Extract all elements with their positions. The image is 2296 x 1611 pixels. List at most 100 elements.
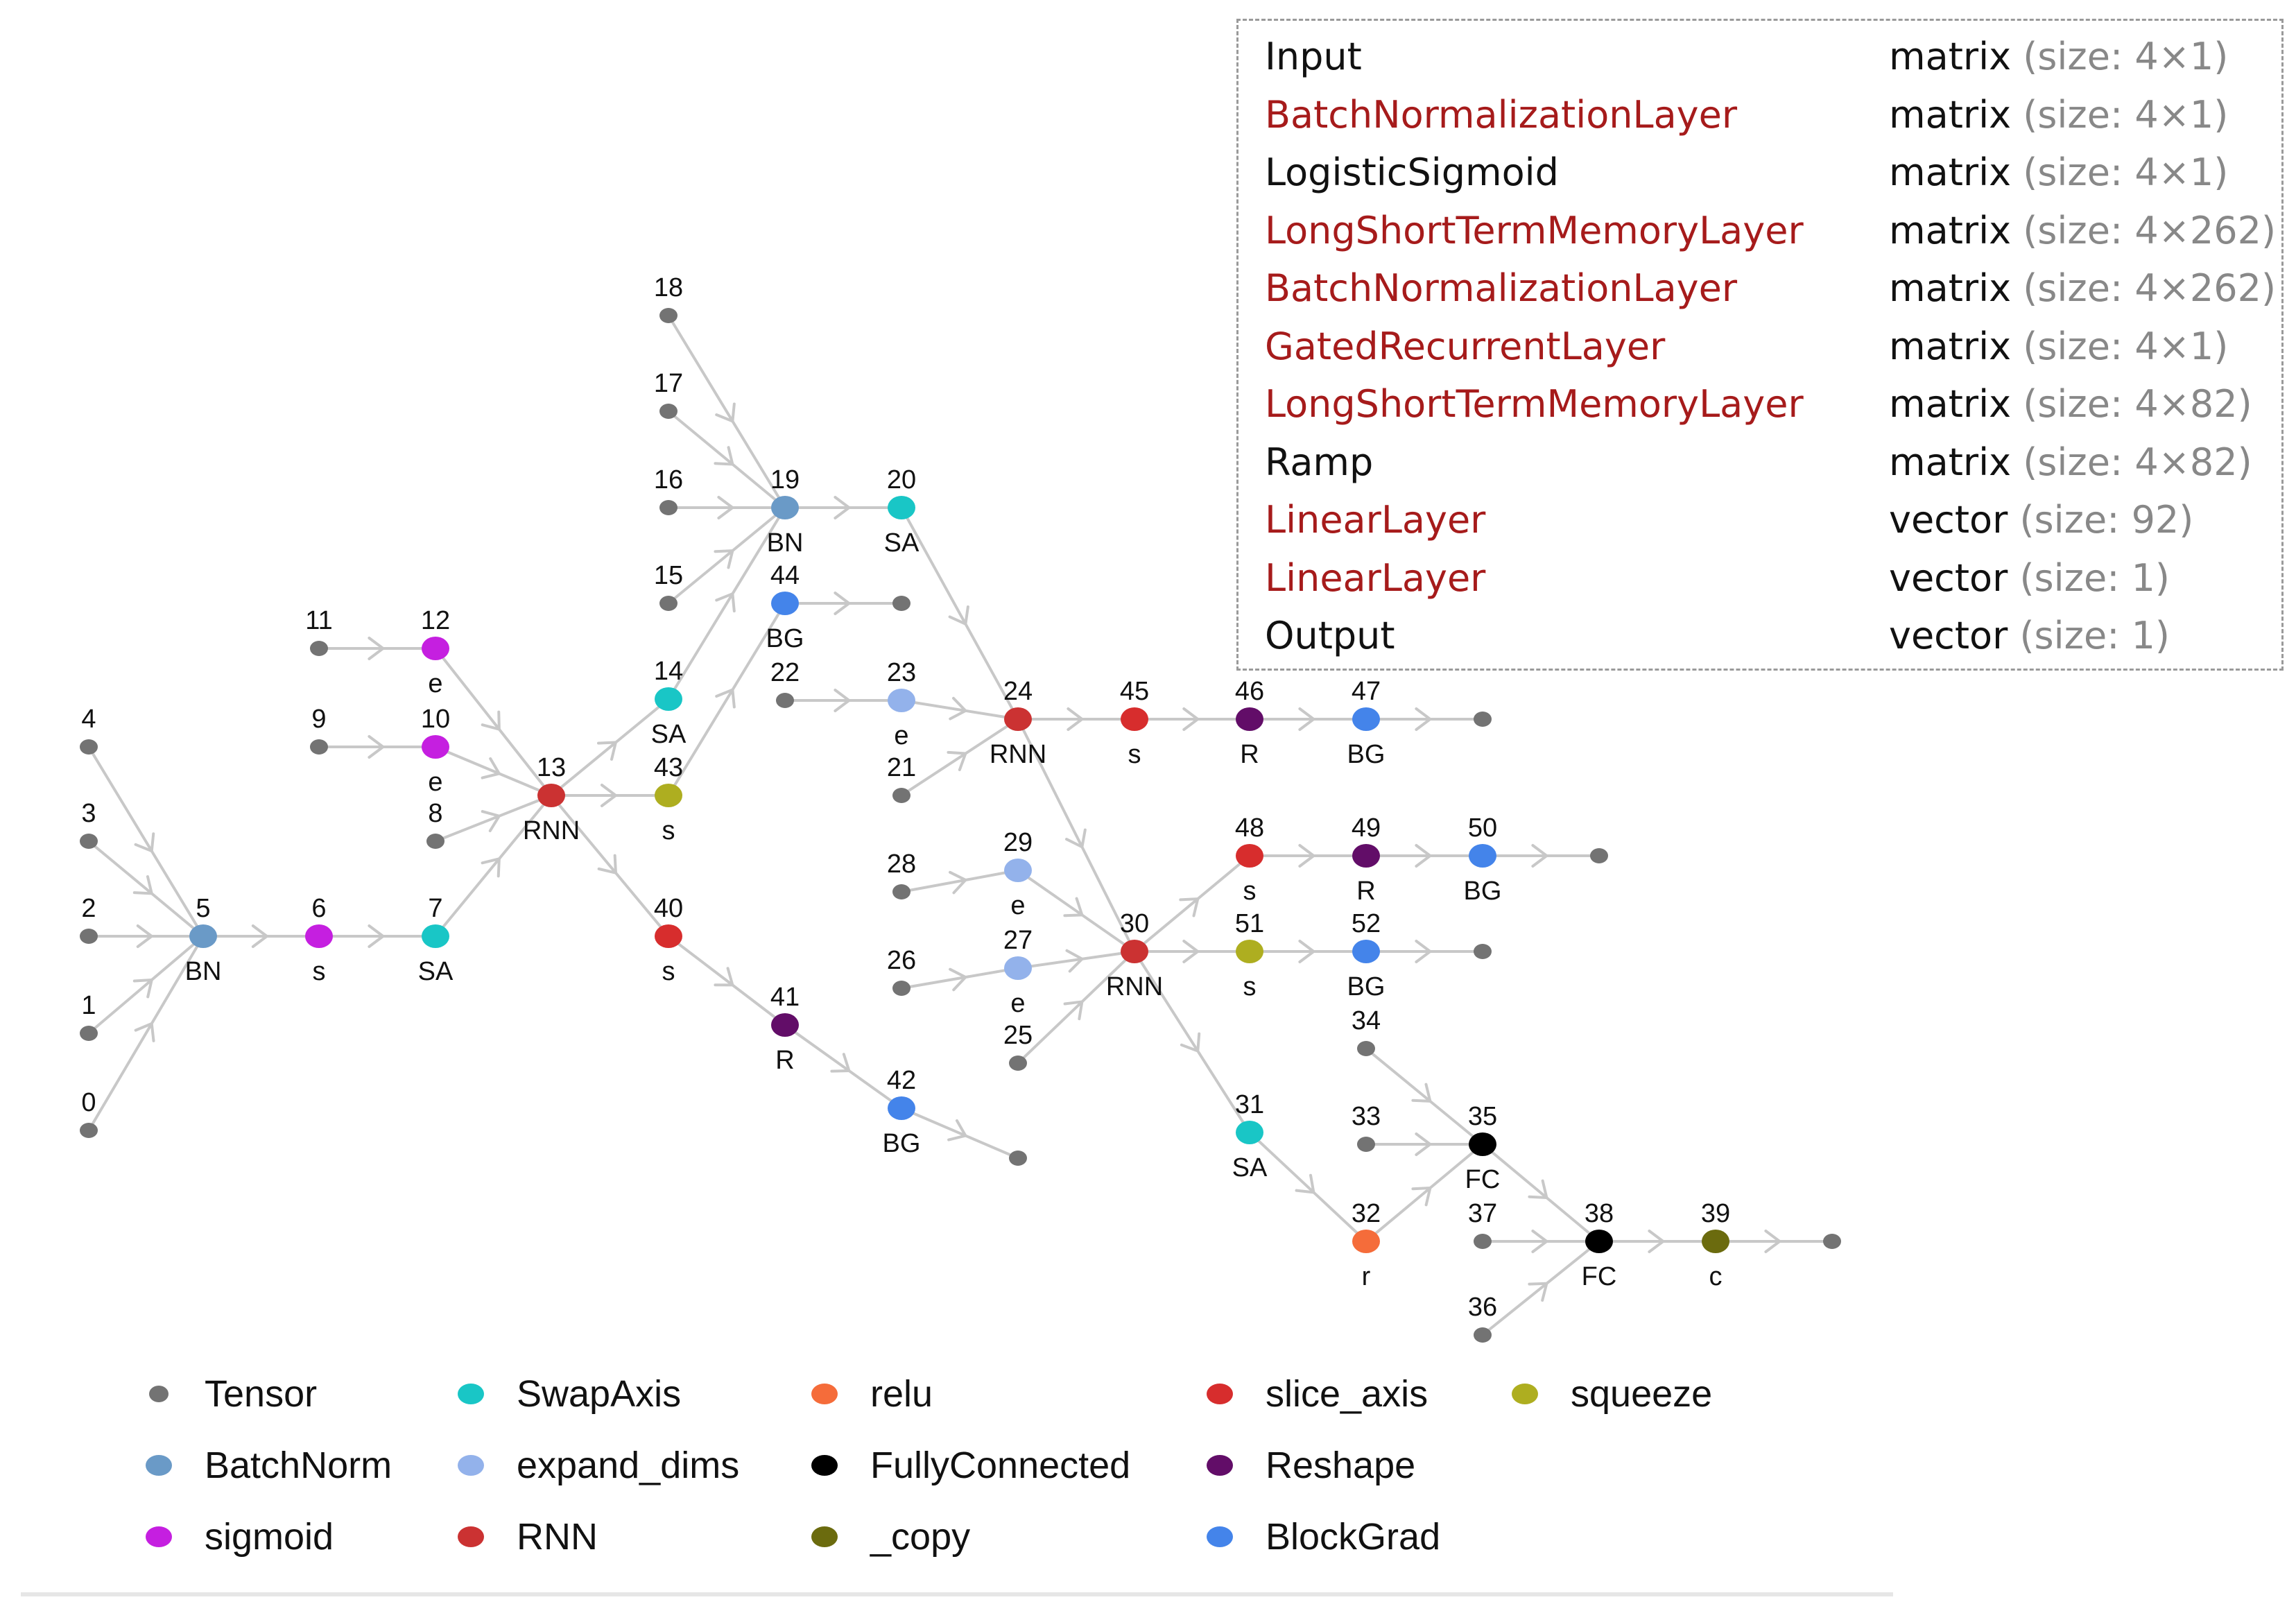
- node-op-label: e: [1010, 989, 1025, 1018]
- edge-33-35: [1366, 1132, 1483, 1156]
- node-marker: [422, 637, 449, 660]
- node-id-label: 22: [770, 658, 800, 687]
- edge-49-50: [1366, 844, 1483, 868]
- node-marker: [422, 924, 449, 948]
- edge-arrow: [714, 446, 734, 466]
- edge-arrow: [1411, 1187, 1432, 1207]
- node-marker: [1474, 944, 1492, 959]
- edge-arrow: [481, 710, 501, 731]
- edge-31-32: [1248, 1131, 1367, 1243]
- node-id-label: 40: [654, 894, 683, 923]
- edge-arrow: [1415, 940, 1432, 963]
- legend-swatch: [1207, 1384, 1233, 1404]
- node-id-label: 52: [1352, 909, 1381, 938]
- node-op-label: FC: [1465, 1165, 1501, 1194]
- graph-node-0: 0: [80, 1088, 98, 1138]
- node-marker: [659, 596, 677, 611]
- node-op-label: BG: [1464, 877, 1502, 906]
- graph-node-32: 32r: [1352, 1199, 1381, 1291]
- node-marker: [80, 1123, 98, 1138]
- graph-node-1: 1: [80, 991, 98, 1041]
- node-id-label: 0: [81, 1088, 96, 1117]
- legend-label: relu: [870, 1373, 933, 1415]
- node-op-label: c: [1709, 1262, 1723, 1291]
- edge-arrow: [1415, 1132, 1432, 1156]
- legend-label: expand_dims: [517, 1445, 740, 1486]
- node-marker: [80, 739, 98, 755]
- edge-arrow: [481, 810, 501, 833]
- node-op-label: e: [894, 721, 908, 750]
- node-marker: [1357, 1041, 1375, 1056]
- node-marker: [659, 308, 677, 323]
- node-id-label: 46: [1235, 677, 1264, 706]
- graph-node-34: 34: [1352, 1006, 1381, 1056]
- edge-7-13: [434, 794, 553, 938]
- edge-9-10: [319, 735, 435, 759]
- node-id-label: 7: [428, 894, 442, 923]
- node-op-label: e: [428, 768, 442, 797]
- layer-shape: matrix (size: 4×1): [1889, 318, 2228, 376]
- node-marker: [655, 924, 682, 948]
- node-op-label: s: [1243, 972, 1257, 1001]
- layer-name: Input: [1265, 35, 1362, 78]
- edge-arrow: [368, 735, 385, 759]
- node-marker: [1474, 712, 1492, 727]
- layer-shape: matrix (size: 4×1): [1889, 144, 2228, 202]
- node-op-label: e: [1010, 891, 1025, 920]
- layer-kind: matrix: [1889, 440, 2012, 484]
- edge-42-t42: [901, 1107, 1019, 1160]
- layer-name: LongShortTermMemoryLayer: [1265, 382, 1804, 426]
- graph-node-46: 46R: [1235, 677, 1264, 769]
- edge-arrow: [1531, 844, 1548, 868]
- edge-40-41: [667, 935, 786, 1026]
- layer-size: (size: 4×1): [2011, 150, 2229, 194]
- edge-10-13: [435, 746, 552, 797]
- layer-name: LogisticSigmoid: [1265, 150, 1559, 194]
- edge-arrow: [1063, 1000, 1084, 1021]
- layer-name: Output: [1265, 614, 1395, 657]
- graph-node-t44: [892, 596, 910, 611]
- edge-45-46: [1134, 707, 1250, 731]
- edge-17-19: [667, 410, 786, 509]
- node-op-label: RNN: [1106, 972, 1163, 1001]
- graph-node-5: 5BN: [185, 894, 222, 986]
- graph-node-12: 12e: [421, 606, 450, 698]
- node-id-label: 39: [1701, 1199, 1730, 1228]
- node-id-label: 51: [1235, 909, 1264, 938]
- node-marker: [1352, 844, 1380, 868]
- node-op-label: SA: [884, 528, 920, 558]
- node-id-label: 45: [1120, 677, 1149, 706]
- graph-node-41: 41R: [770, 983, 800, 1075]
- edge-51-52: [1250, 940, 1366, 963]
- node-marker: [1009, 1151, 1027, 1166]
- legend-label: BlockGrad: [1266, 1516, 1441, 1558]
- edge-46-47: [1250, 707, 1366, 731]
- legend-swatch: [1512, 1384, 1538, 1404]
- node-id-label: 3: [81, 799, 96, 828]
- edge-arrow: [597, 854, 617, 875]
- edge-arrow: [132, 979, 153, 999]
- node-id-label: 9: [311, 705, 326, 734]
- node-id-label: 41: [770, 983, 800, 1012]
- legend-swatch: [458, 1384, 484, 1404]
- graph-node-3: 3: [80, 799, 98, 849]
- graph-node-16: 16: [654, 465, 683, 515]
- graph-node-t42: [1009, 1151, 1027, 1166]
- edge-arrow: [1298, 707, 1315, 731]
- node-marker: [1357, 1137, 1375, 1152]
- layer-kind: matrix: [1889, 35, 2012, 78]
- edge-52-t52: [1366, 940, 1483, 963]
- node-marker: [305, 924, 333, 948]
- node-id-label: 1: [81, 991, 96, 1020]
- layer-size: (size: 1): [2008, 614, 2170, 657]
- edge-arrow: [715, 402, 736, 423]
- edge-arrow: [251, 924, 268, 948]
- layer-kind: matrix: [1889, 208, 2012, 252]
